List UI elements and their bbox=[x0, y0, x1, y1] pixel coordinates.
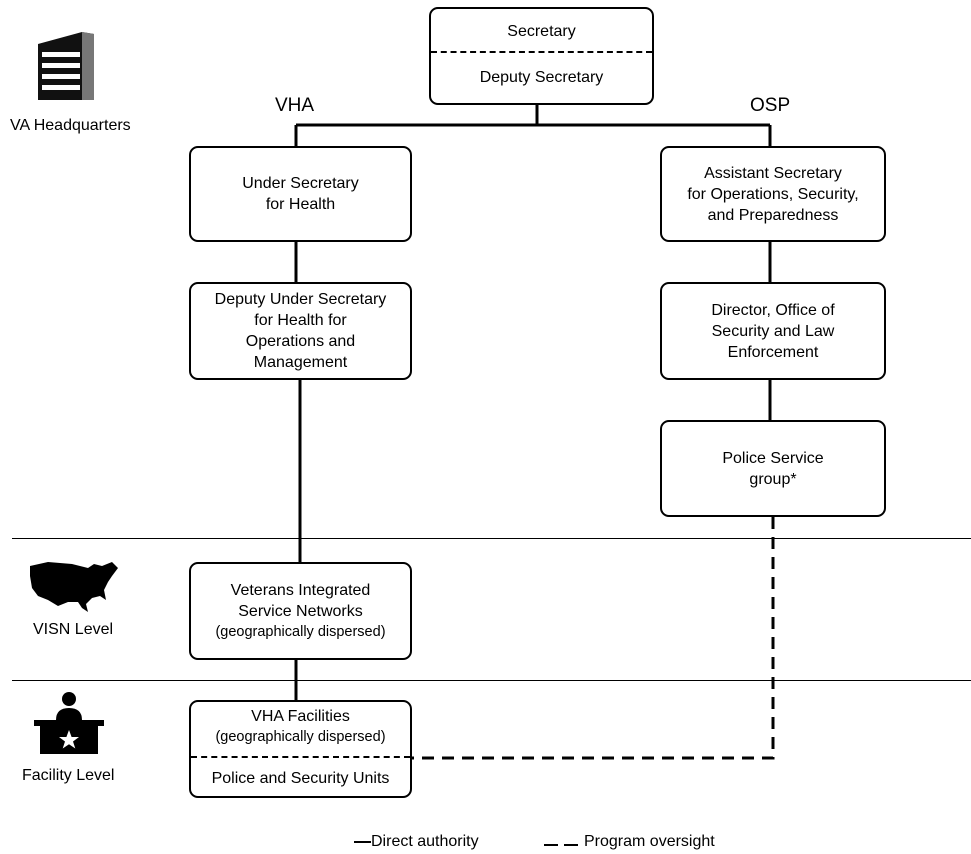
box-line: Director, Office of bbox=[711, 301, 835, 319]
box-line: group* bbox=[749, 470, 797, 488]
vha-facilities-divider bbox=[191, 756, 410, 758]
deputy-secretary-label: Deputy Secretary bbox=[479, 69, 604, 86]
box-line: (geographically dispersed) bbox=[215, 623, 386, 640]
box-line: Service Networks bbox=[238, 602, 363, 620]
level-label-headquarters: VA Headquarters bbox=[10, 117, 131, 134]
level-label-visn: VISN Level bbox=[33, 621, 114, 638]
secretary-box: Secretary Deputy Secretary bbox=[429, 7, 654, 105]
box-line: Operations and bbox=[245, 333, 356, 350]
box-line: Enforcement bbox=[727, 343, 819, 361]
box-line: Deputy Under Secretary bbox=[214, 291, 387, 308]
box-line: Under Secretary bbox=[242, 175, 359, 192]
legend-program-oversight: Program oversight bbox=[544, 832, 715, 852]
police-service-box: Police Service group* bbox=[660, 420, 886, 517]
box-line: VHA Facilities bbox=[251, 708, 350, 725]
box-line: for Health for bbox=[254, 312, 347, 329]
secretary-label: Secretary bbox=[507, 23, 576, 40]
legend-direct-authority: Direct authority bbox=[354, 832, 479, 852]
under-secretary-box: Under Secretary for Health bbox=[189, 146, 412, 242]
legend-solid-line-icon bbox=[354, 840, 371, 843]
director-osle-box: Director, Office of Security and Law Enf… bbox=[660, 282, 886, 380]
box-line: (geographically dispersed) bbox=[215, 729, 386, 745]
secretary-divider bbox=[431, 51, 652, 53]
box-line: Assistant Secretary bbox=[704, 164, 842, 182]
vha-facilities-box: VHA Facilities (geographically dispersed… bbox=[189, 700, 412, 798]
office-building-icon bbox=[36, 30, 98, 109]
box-line: for Health bbox=[265, 196, 336, 213]
header-osp: OSP bbox=[750, 95, 791, 116]
box-line: Security and Law bbox=[711, 322, 835, 340]
box-line: Police Service bbox=[722, 449, 824, 467]
box-line: for Operations, Security, bbox=[687, 185, 859, 203]
level-divider-facility bbox=[12, 680, 971, 681]
level-label-facility: Facility Level bbox=[22, 767, 115, 784]
box-line: Management bbox=[253, 354, 348, 371]
header-vha: VHA bbox=[275, 95, 315, 116]
visn-box: Veterans Integrated Service Networks (ge… bbox=[189, 562, 412, 660]
legend-oversight-label: Program oversight bbox=[584, 833, 715, 851]
box-line: Veterans Integrated bbox=[230, 581, 371, 599]
police-security-units-label: Police and Security Units bbox=[211, 770, 390, 787]
legend-dashed-line-icon bbox=[544, 832, 584, 852]
assistant-secretary-box: Assistant Secretary for Operations, Secu… bbox=[660, 146, 886, 242]
legend-direct-label: Direct authority bbox=[371, 833, 479, 850]
us-map-icon bbox=[28, 560, 120, 621]
level-divider-visn bbox=[12, 538, 971, 539]
box-line: and Preparedness bbox=[707, 206, 839, 224]
desk-officer-icon bbox=[34, 690, 104, 763]
deputy-under-secretary-box: Deputy Under Secretary for Health for Op… bbox=[189, 282, 412, 380]
